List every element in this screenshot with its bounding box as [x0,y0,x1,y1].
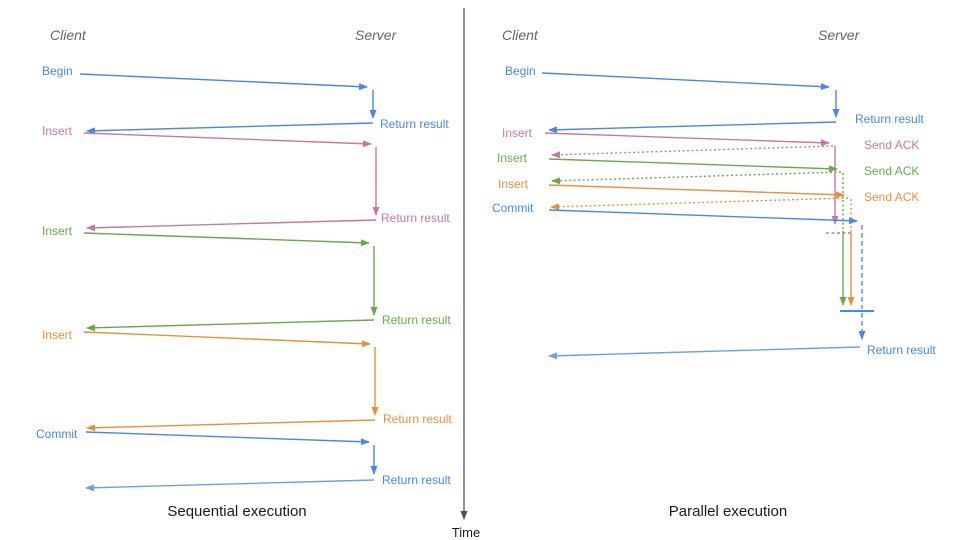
right-begin-label: Begin [505,64,536,78]
left-insert3-request-arrow [83,331,371,348]
left-insert2-response-arrow [86,319,375,332]
left-insert3-response-label: Return result [383,412,452,426]
left-op-insert3: Insert Return result [42,328,452,432]
left-op-commit: Commit Return result [36,427,451,492]
left-op-insert1: Insert Return result [42,124,450,232]
right-commit-response-label: Return result [867,343,936,357]
left-insert2-response-label: Return result [382,313,451,327]
right-begin-response-label: Return result [855,112,924,126]
right-op-insert3: Insert Send ACK [498,177,919,306]
right-insert3-request-arrow [548,184,845,199]
right-server-header: Server [818,27,861,43]
right-commit-response-arrow [548,346,861,360]
right-op-insert1: Insert Send ACK [502,126,919,234]
right-insert2-label: Insert [497,151,528,165]
right-client-header: Client [502,27,539,43]
left-op-begin: Begin Return result [42,64,449,135]
right-insert1-request-arrow [544,132,830,147]
left-client-header: Client [50,27,87,43]
right-insert2-ack-label: Send ACK [864,164,919,178]
left-insert1-label: Insert [42,124,73,138]
left-commit-label: Commit [36,427,78,441]
left-insert2-request-arrow [83,232,370,247]
time-axis: Time [452,8,480,540]
right-insert3-label: Insert [498,177,529,191]
right-insert1-ack-label: Send ACK [864,138,919,152]
left-insert2-label: Insert [42,224,73,238]
right-op-commit: Commit Return result [492,201,936,360]
left-commit-response-arrow [85,479,375,492]
left-insert1-response-label: Return result [381,211,450,225]
left-op-insert2: Insert Return result [42,224,451,332]
time-axis-label: Time [452,525,480,540]
right-insert2-ack-arrow [551,171,842,185]
right-op-begin: Begin Return result [505,64,924,134]
right-commit-request-arrow [548,209,858,225]
right-panel: Client Server Begin Return result Insert… [492,27,936,520]
right-commit-label: Commit [492,201,534,215]
right-insert1-label: Insert [502,126,533,140]
left-server-header: Server [355,27,398,43]
left-begin-label: Begin [42,64,73,78]
left-commit-request-arrow [85,431,370,446]
left-begin-response-arrow [86,122,374,135]
right-insert3-ack-label: Send ACK [864,190,919,204]
left-insert1-response-arrow [86,219,377,232]
right-op-insert2: Insert Send ACK [497,151,919,306]
left-title: Sequential execution [167,503,306,520]
left-panel: Client Server Begin Return result Insert… [36,27,452,520]
right-insert2-request-arrow [548,158,838,173]
left-insert3-label: Insert [42,328,73,342]
left-begin-response-label: Return result [380,117,449,131]
right-insert1-ack-arrow [551,145,834,159]
right-begin-response-arrow [548,121,837,134]
left-insert3-response-arrow [86,419,376,432]
right-insert3-ack-arrow [550,197,849,211]
left-commit-response-label: Return result [382,473,451,487]
left-insert1-request-arrow [83,132,372,148]
right-title: Parallel execution [669,503,787,520]
left-begin-request-arrow [79,73,368,91]
right-begin-request-arrow [541,72,830,91]
